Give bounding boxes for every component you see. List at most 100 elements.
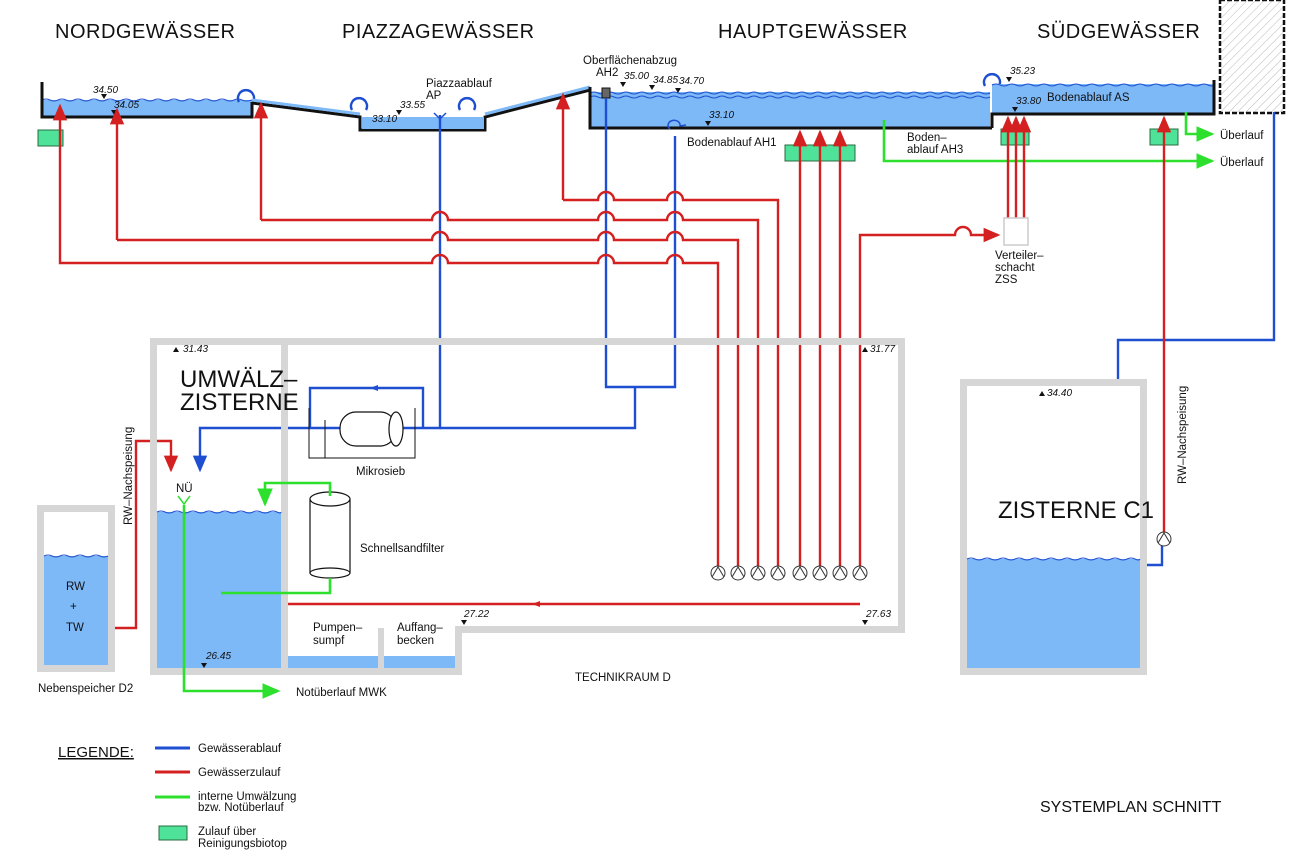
technikraum-walls (150, 338, 905, 675)
basin-sued (990, 80, 1216, 128)
label-pumpensumpf-1: Pumpen– (313, 622, 363, 634)
label-rw-nachspeisung-left: RW–Nachspeisung (123, 427, 135, 525)
label-mikrosieb: Mikrosieb (356, 466, 405, 478)
label-nue: NÜ (176, 483, 193, 495)
elevation-technik-floor-left: 27.22 (463, 609, 489, 620)
label-tw: TW (66, 622, 84, 634)
label-oberflaechenabzug: Oberflächenabzug (583, 55, 677, 67)
notueberlauf-line (182, 505, 281, 699)
label-verteiler-3: ZSS (995, 274, 1018, 286)
elevation-piazza-top: 33.55 (400, 100, 425, 111)
overflow-loop (457, 97, 477, 111)
umwaelz-water (157, 512, 281, 668)
heading-hauptgewaesser: HAUPTGEWÄSSER (718, 21, 908, 43)
heading-nordgewaesser: NORDGEWÄSSER (55, 21, 235, 43)
label-bodenablauf-ah3-2: ablauf AH3 (907, 144, 963, 156)
basin-nord (40, 82, 254, 119)
basin-haupt (588, 87, 992, 130)
label-verteiler-2: schacht (995, 262, 1035, 274)
pump-triangle (711, 566, 725, 578)
supply-lines (52, 92, 1172, 630)
label-notueberlauf: Notüberlauf MWK (296, 687, 387, 699)
auffangbecken-water (384, 656, 455, 668)
elevation-haupt-bottom: 33.10 (709, 110, 734, 121)
label-bodenablauf-ah1: Bodenablauf AH1 (687, 137, 777, 149)
label-rw-nachspeisung-right: RW–Nachspeisung (1177, 386, 1189, 484)
elevation-sued-top: 35.23 (1010, 66, 1035, 77)
legend-label-biotop-2: Reinigungsbiotop (198, 838, 287, 850)
label-zisterne-c1: ZISTERNE C1 (998, 497, 1154, 524)
label-oberflaechenabzug-code: AH2 (596, 67, 618, 79)
pump-icon (792, 565, 808, 581)
elevation-umwaelz-top: 31.43 (183, 344, 208, 355)
overflow-loop (982, 73, 1002, 87)
building-block (1218, 0, 1286, 115)
piazza-water (362, 117, 484, 129)
heading-piazzagewaesser: PIAZZAGEWÄSSER (342, 21, 535, 43)
label-pumpensumpf-2: sumpf (313, 635, 345, 647)
elevation-nord-bottom: 34.05 (114, 100, 139, 111)
pump-triangle (813, 566, 827, 578)
elevation-umwaelz-bottom: 26.45 (205, 651, 231, 662)
pump-icon (832, 565, 848, 581)
pump-triangle (751, 566, 765, 578)
overflow-line-haupt (882, 120, 1215, 169)
legend: LEGENDE: Gewässerablauf Gewässerzulauf i… (58, 743, 296, 850)
pump-group (710, 565, 868, 581)
pump-triangle (853, 566, 867, 578)
label-ueberlauf-1: Überlauf (1220, 130, 1264, 142)
label-technikraum: TECHNIKRAUM D (575, 672, 671, 684)
floor-drain-icon (667, 119, 687, 130)
pump-triangle (771, 566, 785, 578)
elevation-haupt-3: 34.70 (679, 76, 704, 87)
label-umwaelz-1: UMWÄLZ– (180, 366, 298, 393)
elevation-nord-top: 34.50 (93, 85, 118, 96)
pump-icon (770, 565, 786, 581)
elevation-technik-floor-right: 27.63 (865, 609, 891, 620)
legend-label-umwaelzung-1: interne Umwälzung (198, 791, 296, 803)
pump-icon-zisterne (1156, 531, 1172, 547)
pump-icon (812, 565, 828, 581)
drain-line-haupt-join (440, 387, 637, 430)
elevation-haupt-2: 34.85 (653, 75, 678, 86)
elevation-technik-top: 31.77 (870, 344, 895, 355)
legend-swatch-biotop (158, 825, 188, 841)
label-nebenspeicher: Nebenspeicher D2 (38, 683, 133, 695)
pump-icon (710, 565, 726, 581)
pump-triangle (793, 566, 807, 578)
label-plus: + (70, 601, 77, 613)
legend-label-ablauf: Gewässerablauf (198, 743, 282, 755)
label-piazzaablauf-code: AP (426, 90, 442, 102)
pump-triangle (731, 566, 745, 578)
sandfilter-feed (221, 578, 332, 595)
pump-icon (750, 565, 766, 581)
pump-icon (730, 565, 746, 581)
label-ueberlauf-2: Überlauf (1220, 157, 1264, 169)
mikrosieb-bypass (308, 386, 425, 428)
label-verteiler-1: Verteiler– (995, 250, 1044, 262)
label-piazzaablauf: Piazzaablauf (426, 78, 493, 90)
label-bodenablauf-as: Bodenablauf AS (1047, 92, 1130, 104)
elevation-piazza-bottom: 33.10 (372, 114, 397, 125)
label-rw: RW (66, 581, 85, 593)
drain-line-haupt (604, 98, 677, 389)
legend-label-zulauf: Gewässerzulauf (198, 767, 281, 779)
drawing-title: SYSTEMPLAN SCHNITT (1040, 799, 1222, 816)
label-schnellsandfilter: Schnellsandfilter (360, 543, 445, 555)
sandfilter-return (257, 481, 332, 507)
label-umwaelz-2: ZISTERNE (180, 389, 299, 416)
legend-label-umwaelzung-2: bzw. Notüberlauf (198, 802, 284, 814)
biotop-nord (37, 129, 64, 147)
sandfilter-icon (309, 491, 351, 579)
pump-triangle (833, 566, 847, 578)
label-bodenablauf-ah3-1: Boden– (907, 132, 947, 144)
pumpensumpf-water (288, 656, 378, 668)
legend-title: LEGENDE: (58, 744, 134, 761)
heading-suedgewaesser: SÜDGEWÄSSER (1037, 21, 1200, 43)
label-auffang-2: becken (397, 635, 434, 647)
surface-skimmer-icon (601, 87, 611, 99)
elevation-zisterne-top: 34.40 (1047, 388, 1072, 399)
verteilerschacht (1003, 217, 1029, 246)
pump-icon (852, 565, 868, 581)
